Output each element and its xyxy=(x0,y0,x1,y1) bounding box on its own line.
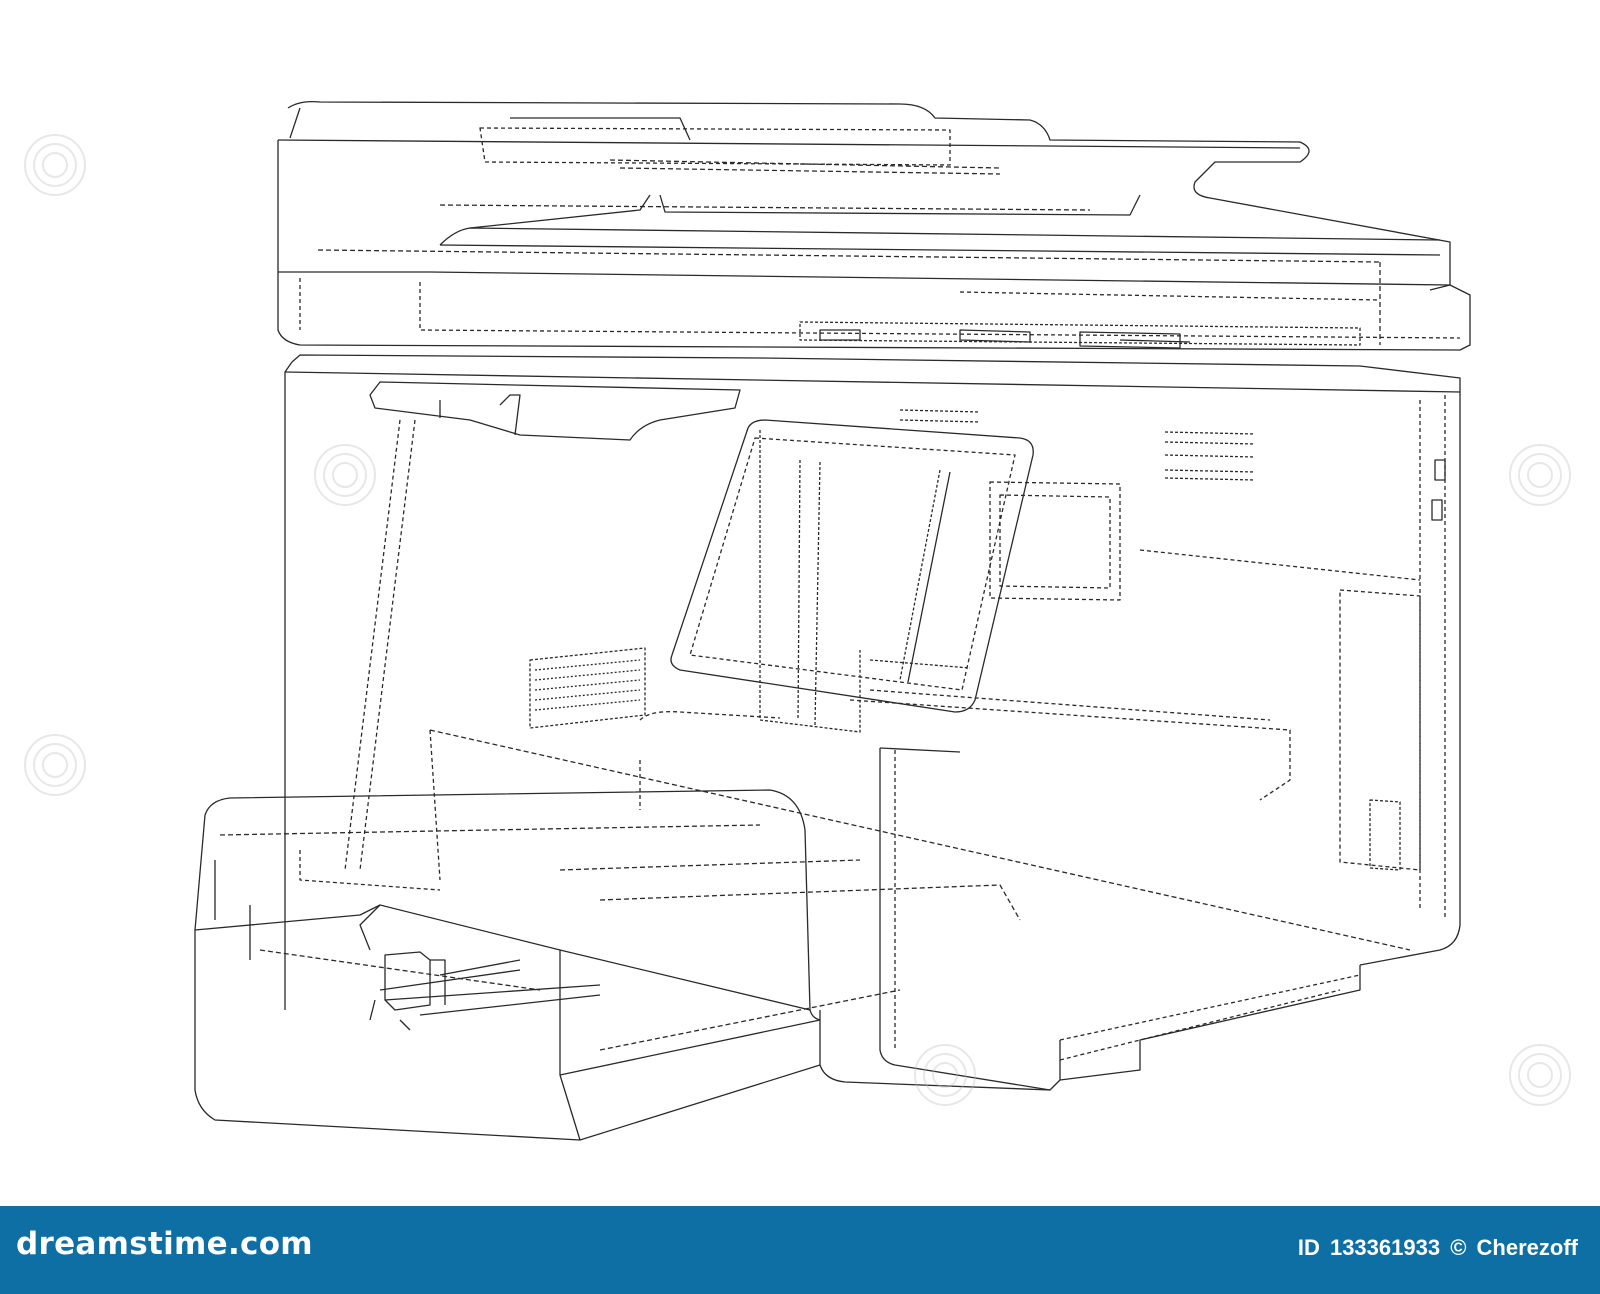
spiral-logo-icon xyxy=(24,134,86,196)
image-credit: ID 133361933 © Cherezoff xyxy=(1298,1235,1582,1261)
spiral-logo-icon xyxy=(314,444,376,506)
image-id: 133361933 xyxy=(1329,1235,1441,1260)
spiral-logo-icon xyxy=(24,734,86,796)
spiral-logo-icon xyxy=(1509,444,1571,506)
spiral-logo-icon xyxy=(914,1044,976,1106)
image-canvas xyxy=(24,100,1571,1141)
spiral-logo-icon xyxy=(1509,1044,1571,1106)
author-name: Cherezoff xyxy=(1476,1235,1578,1260)
printer-wireframe-icon xyxy=(194,100,1471,1141)
stock-footer-bar: dreamstime.com ID 133361933 © Cherezoff xyxy=(0,1206,1600,1294)
copyright-symbol: © xyxy=(1450,1235,1467,1260)
dreamstime-logo: dreamstime.com xyxy=(16,1226,313,1262)
id-label: ID xyxy=(1297,1235,1320,1260)
